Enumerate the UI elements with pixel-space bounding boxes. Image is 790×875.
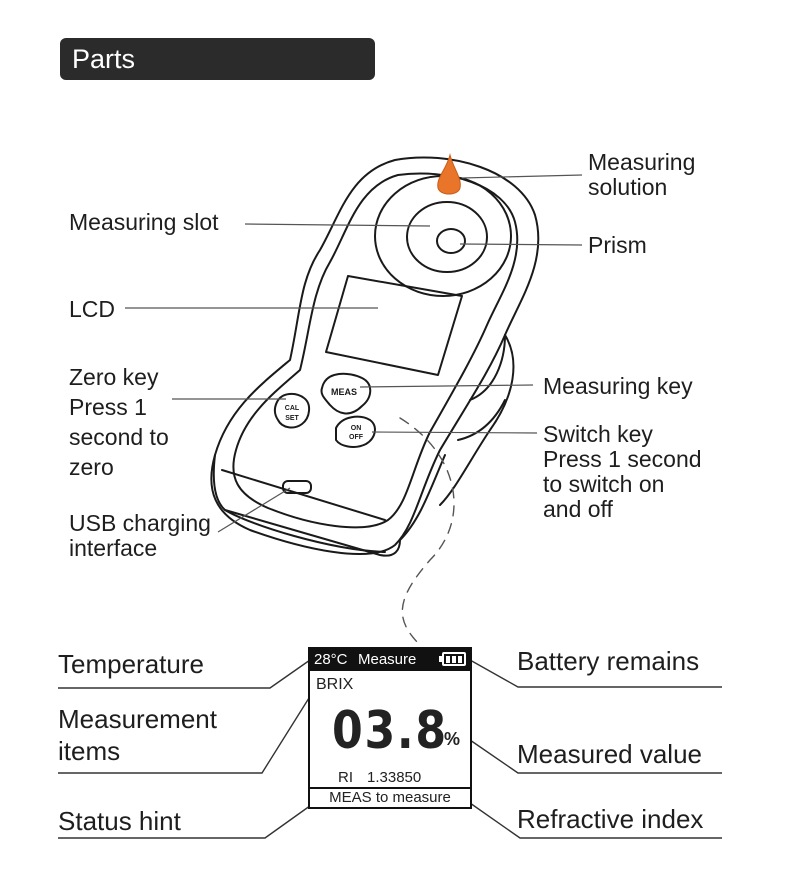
- label-zero-key-line1: Zero key: [69, 364, 159, 390]
- label-switch-key-line2: Press 1 second: [543, 446, 702, 472]
- lcd-measured-value: 03.8: [332, 701, 448, 761]
- on-button-shape: [335, 415, 376, 448]
- section-title: Parts: [72, 44, 136, 74]
- label-zero-key-line4: zero: [69, 454, 114, 480]
- label-usb-line2: interface: [69, 535, 158, 561]
- lcd-ri-label: RI: [338, 769, 353, 786]
- lcd-refractive-index: RI 1.33850: [338, 769, 421, 786]
- label-prism: Prism: [588, 232, 647, 258]
- label-battery: Battery remains: [517, 646, 700, 676]
- meas-button-label: MEAS: [331, 387, 357, 397]
- label-measurement-items-line2: items: [58, 736, 121, 766]
- lcd-status-bar: 28°C Measure: [310, 649, 470, 671]
- cal-button-shape: [273, 392, 310, 429]
- section-header: Parts: [60, 38, 375, 80]
- drop-icon: [437, 153, 461, 195]
- label-usb-line1: USB charging: [69, 510, 211, 536]
- label-refractive-index: Refractive index: [517, 804, 704, 834]
- off-button-label: OFF: [349, 434, 364, 441]
- cal-button-label: CAL: [285, 405, 300, 412]
- label-zero-key-line3: second to: [69, 424, 169, 450]
- label-zero-key-line2: Press 1: [69, 394, 147, 420]
- on-button-label: ON: [351, 425, 362, 432]
- usb-port-shape: [282, 480, 312, 494]
- lcd-mode: Measure: [358, 651, 417, 668]
- lcd-temperature: 28°C: [314, 651, 348, 668]
- lcd-ri-value: 1.33850: [367, 769, 422, 786]
- device-body-outline: [210, 156, 540, 556]
- meas-button-shape: [320, 372, 372, 415]
- lcd-unit: %: [444, 729, 461, 749]
- label-measuring-solution-line2: solution: [588, 174, 668, 200]
- label-measurement-items-line1: Measurement: [58, 704, 217, 734]
- set-button-label: SET: [285, 415, 299, 422]
- label-switch-key-line3: to switch on: [543, 471, 665, 497]
- lcd-screen: 28°C Measure BRIX 03.8 % RI 1.33850 MEAS …: [308, 647, 472, 809]
- device-lcd-window: [325, 275, 463, 376]
- label-status-hint: Status hint: [58, 806, 181, 836]
- lcd-status-hint: MEAS to measure: [310, 787, 470, 807]
- battery-icon: [439, 652, 466, 666]
- lcd-measurement-item: BRIX: [316, 676, 354, 693]
- label-switch-key-line1: Switch key: [543, 421, 653, 447]
- label-measuring-solution-line1: Measuring: [588, 149, 696, 175]
- label-measured-value: Measured value: [517, 739, 702, 769]
- label-lcd: LCD: [69, 296, 116, 322]
- label-temperature: Temperature: [58, 649, 204, 679]
- label-measuring-key: Measuring key: [543, 373, 693, 399]
- label-measuring-slot: Measuring slot: [69, 209, 219, 235]
- label-switch-key-line4: and off: [543, 496, 613, 522]
